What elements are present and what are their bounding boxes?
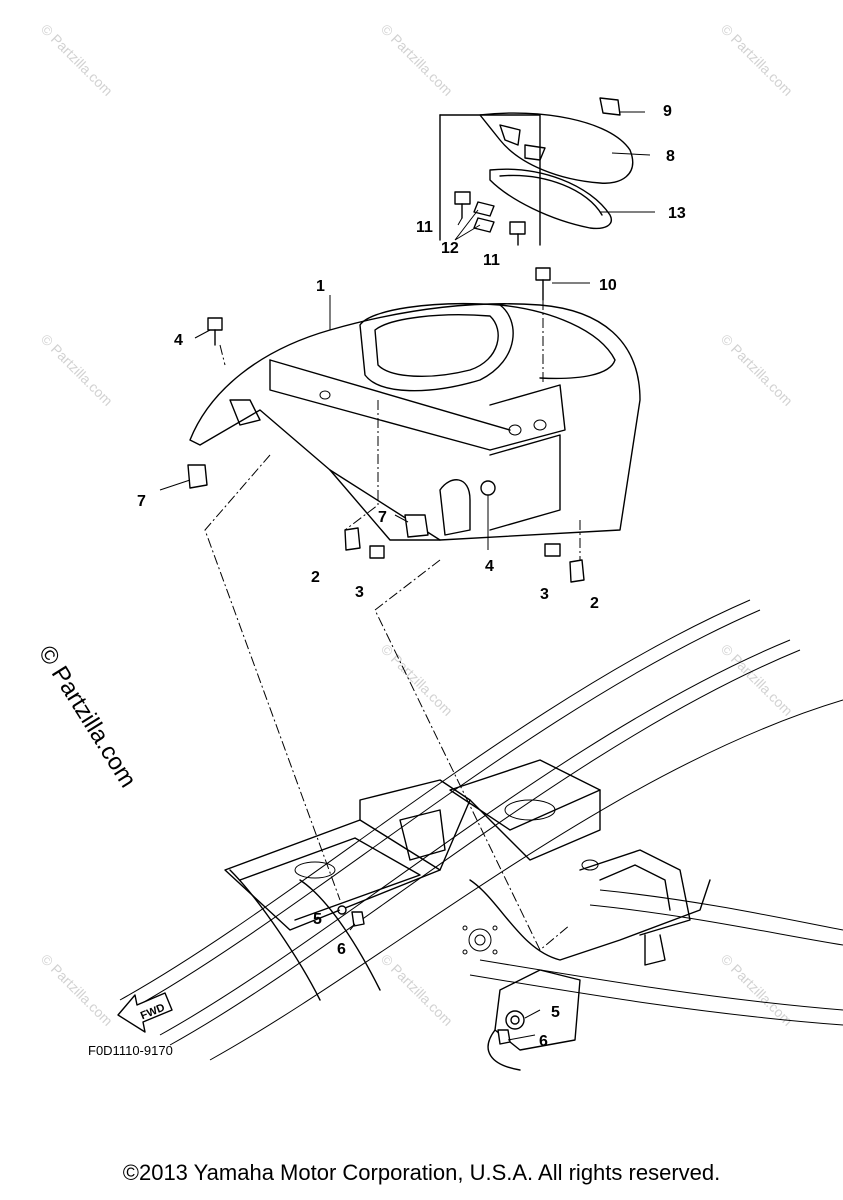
watermark: © Partzilla.com xyxy=(378,641,456,719)
watermark: © Partzilla.com xyxy=(718,641,796,719)
watermark: © Partzilla.com xyxy=(38,331,116,409)
watermark: © Partzilla.com xyxy=(718,21,796,99)
callout-5: 5 xyxy=(551,1004,560,1021)
callout-2: 2 xyxy=(311,569,320,586)
figure-code: F0D1110-9170 xyxy=(88,1043,173,1058)
callout-4: 4 xyxy=(174,332,183,349)
callout-8: 8 xyxy=(666,148,675,165)
callout-13: 13 xyxy=(668,205,686,222)
callout-6: 6 xyxy=(539,1033,548,1050)
leader-lines xyxy=(159,111,655,1041)
callout-3: 3 xyxy=(540,586,549,603)
watermark: © Partzilla.com xyxy=(718,331,796,409)
hull-frame-drawing xyxy=(119,599,843,1071)
callout-4: 4 xyxy=(485,558,494,575)
exploded-parts xyxy=(439,97,634,385)
watermark: © Partzilla.com xyxy=(38,21,116,99)
callout-1: 1 xyxy=(316,278,325,295)
side-watermark: © Partzilla.com xyxy=(33,641,142,792)
callout-10: 10 xyxy=(599,277,617,294)
callout-6: 6 xyxy=(337,941,346,958)
callout-12: 12 xyxy=(441,240,459,257)
callout-7: 7 xyxy=(378,509,387,526)
watermark: © Partzilla.com xyxy=(38,951,116,1029)
callout-3: 3 xyxy=(355,584,364,601)
callout-11: 11 xyxy=(416,219,433,236)
callouts: 1 2 2 3 3 4 4 5 5 6 6 7 7 8 9 10 11 11 1… xyxy=(137,103,686,1050)
callout-5: 5 xyxy=(313,911,322,928)
fwd-arrow: FWD xyxy=(117,992,173,1033)
copyright-notice: ©2013 Yamaha Motor Corporation, U.S.A. A… xyxy=(122,1160,721,1185)
part-1-hood-cover xyxy=(189,303,641,541)
watermark: © Partzilla.com xyxy=(378,21,456,99)
fasteners xyxy=(187,317,585,1045)
callout-7: 7 xyxy=(137,493,146,510)
alignment-lines xyxy=(204,344,581,951)
callout-9: 9 xyxy=(663,103,672,120)
callout-2: 2 xyxy=(590,595,599,612)
watermark: © Partzilla.com xyxy=(378,951,456,1029)
callout-11: 11 xyxy=(483,252,500,269)
